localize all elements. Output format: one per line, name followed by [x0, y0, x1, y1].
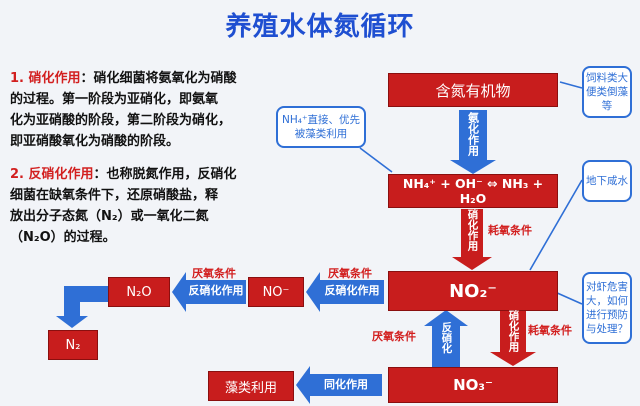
denitrification-2-label: 反硝化作用 [188, 284, 244, 297]
ammonification-arrow [450, 110, 496, 174]
denitrification-vertical-text: 反硝化 [440, 322, 453, 354]
ammonification-label: 氨化作用 [461, 112, 485, 159]
denitrification-vertical-arrow [424, 310, 468, 368]
nitrification-text-1: 硝化细菌将氨氧化为硝酸 [93, 71, 237, 86]
n2-node: N₂ [48, 330, 98, 360]
nitrification-bottom-arrow [490, 310, 536, 366]
denitrification-number: 2. [10, 167, 24, 182]
shrimp-harm-callout: 对虾危害大，如何进行预防与处理？ [582, 272, 632, 344]
denitrification-line-4: （N₂O）的过程。 [10, 230, 116, 245]
ammonia-equilibrium-node: NH₄⁺ + OH⁻ ⇔ NH₃ + H₂O [388, 174, 558, 208]
feed-source-callout: 饲料类大便类倒藻等 [582, 66, 632, 118]
denitrification-line-3: 放出分子态氮（N₂）或一氧化二氮 [10, 209, 209, 224]
nitrification-bottom-text: 硝化作用 [507, 310, 520, 352]
oxygen-consumption-bottom-label: 耗氧条件 [528, 324, 572, 337]
denitrification-1-label: 反硝化作用 [324, 284, 380, 297]
denitrification-description: 2. 反硝化作用：也称脱氮作用，反硝化 细菌在缺氧条件下，还原硝酸盐，释 放出分… [10, 164, 280, 248]
n2o-to-n2-arrow [56, 286, 108, 328]
ammonification-text: 氨化作用 [466, 112, 480, 156]
no-node: NO⁻ [248, 277, 304, 307]
anoxic-2-label: 厌氧条件 [192, 267, 236, 280]
nitrification-top-label: 硝化作用 [461, 209, 483, 255]
denitrification-arrow-1 [306, 272, 384, 312]
nitrification-number: 1. [10, 71, 24, 86]
callout-pointers [359, 81, 583, 305]
oxygen-consumption-top-label: 耗氧条件 [488, 224, 532, 237]
nitrification-description: 1. 硝化作用：硝化细菌将氨氧化为硝酸 的过程。第一阶段为亚硝化，即氨氧 化为亚… [10, 68, 280, 152]
nitrification-line-3: 化为亚硝酸的阶段，第二阶段为硝化， [10, 113, 232, 128]
nitrification-colon: ： [80, 71, 94, 86]
nitrification-line-2: 的过程。第一阶段为亚硝化，即氨氧 [10, 92, 219, 107]
denitrification-text-1: 也称脱氮作用，反硝化 [106, 167, 237, 182]
denitrification-line-1: 2. 反硝化作用：也称脱氮作用，反硝化 [10, 164, 280, 185]
nitrification-top-text: 硝化作用 [466, 209, 479, 251]
algae-utilization-node: 藻类利用 [208, 371, 294, 401]
denitrification-vertical-label: 反硝化 [432, 322, 460, 358]
nitrification-line-4: 即亚硝酸氧化为硝酸的阶段。 [10, 134, 180, 149]
denitrification-keyword: 反硝化作用 [28, 167, 94, 182]
assimilation-arrow [296, 366, 382, 404]
anoxic-3-label: 厌氧条件 [372, 330, 416, 343]
denitrification-arrow-2 [172, 272, 246, 312]
denitrification-line-2: 细菌在缺氧条件下，还原硝酸盐，释 [10, 188, 219, 203]
nitrification-bottom-label: 硝化作用 [500, 310, 526, 356]
nitrification-top-arrow [452, 209, 492, 270]
assimilation-label: 同化作用 [324, 378, 368, 391]
anoxic-1-label: 厌氧条件 [328, 267, 372, 280]
n2o-node: N₂O [108, 277, 170, 307]
diagram-title: 养殖水体氮循环 [225, 12, 415, 42]
denitrification-colon: ： [93, 167, 107, 182]
nitrate-node: NO₃⁻ [388, 367, 558, 403]
groundwater-callout: 地下咸水 [582, 160, 632, 202]
nitrification-keyword: 硝化作用 [28, 71, 81, 86]
nitrification-line-1: 1. 硝化作用：硝化细菌将氨氧化为硝酸 [10, 68, 280, 89]
organic-nitrogen-node: 含氮有机物 [388, 73, 558, 107]
nh4-algae-callout: NH₄⁺直接、优先被藻类利用 [276, 106, 366, 148]
nitrite-node: NO₂⁻ [388, 271, 558, 311]
